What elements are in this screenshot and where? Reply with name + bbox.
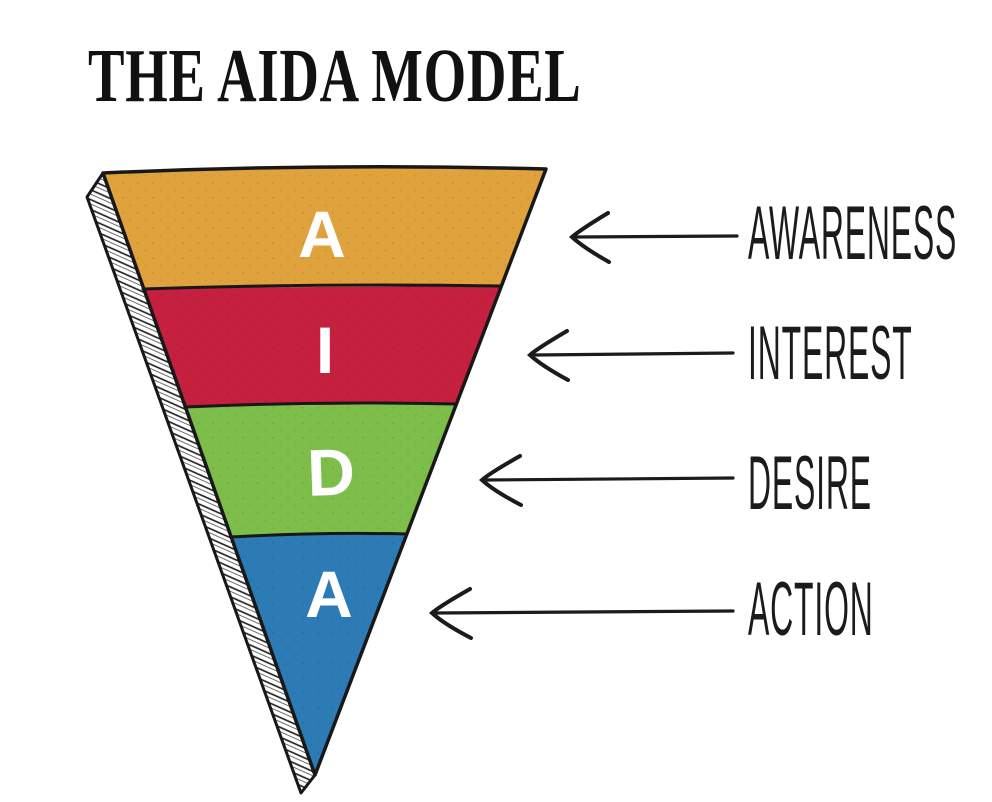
stage-divider	[229, 531, 409, 539]
funnel-outline	[101, 165, 548, 777]
arrow-shaft	[435, 609, 735, 615]
stage-divider	[141, 283, 503, 291]
arrow-shaft	[574, 234, 739, 239]
stage-label-action: ACTION	[748, 567, 874, 652]
funnel-texture	[103, 166, 546, 775]
arrow-head	[429, 587, 473, 640]
arrow-desire	[479, 454, 735, 507]
stage-letter-interest: I	[316, 313, 334, 387]
stage-divider	[183, 401, 458, 409]
arrow-shaft	[485, 476, 735, 482]
arrow-head	[479, 454, 523, 507]
arrow-action	[429, 587, 735, 640]
arrow-shaft	[533, 351, 735, 357]
page-title: THE AIDA MODEL	[88, 34, 582, 118]
arrow-awareness	[569, 211, 739, 264]
arrow-head	[569, 211, 611, 264]
stage-letter-action: A	[305, 557, 353, 631]
stage-label-awareness: AWARENESS	[748, 191, 958, 276]
stage-label-interest: INTEREST	[748, 311, 913, 396]
stage-label-desire: DESIRE	[748, 441, 872, 526]
arrow-interest	[527, 329, 735, 382]
arrow-head	[527, 329, 570, 382]
stage-letter-awareness: A	[298, 197, 346, 271]
stage-letter-desire: D	[306, 434, 356, 510]
